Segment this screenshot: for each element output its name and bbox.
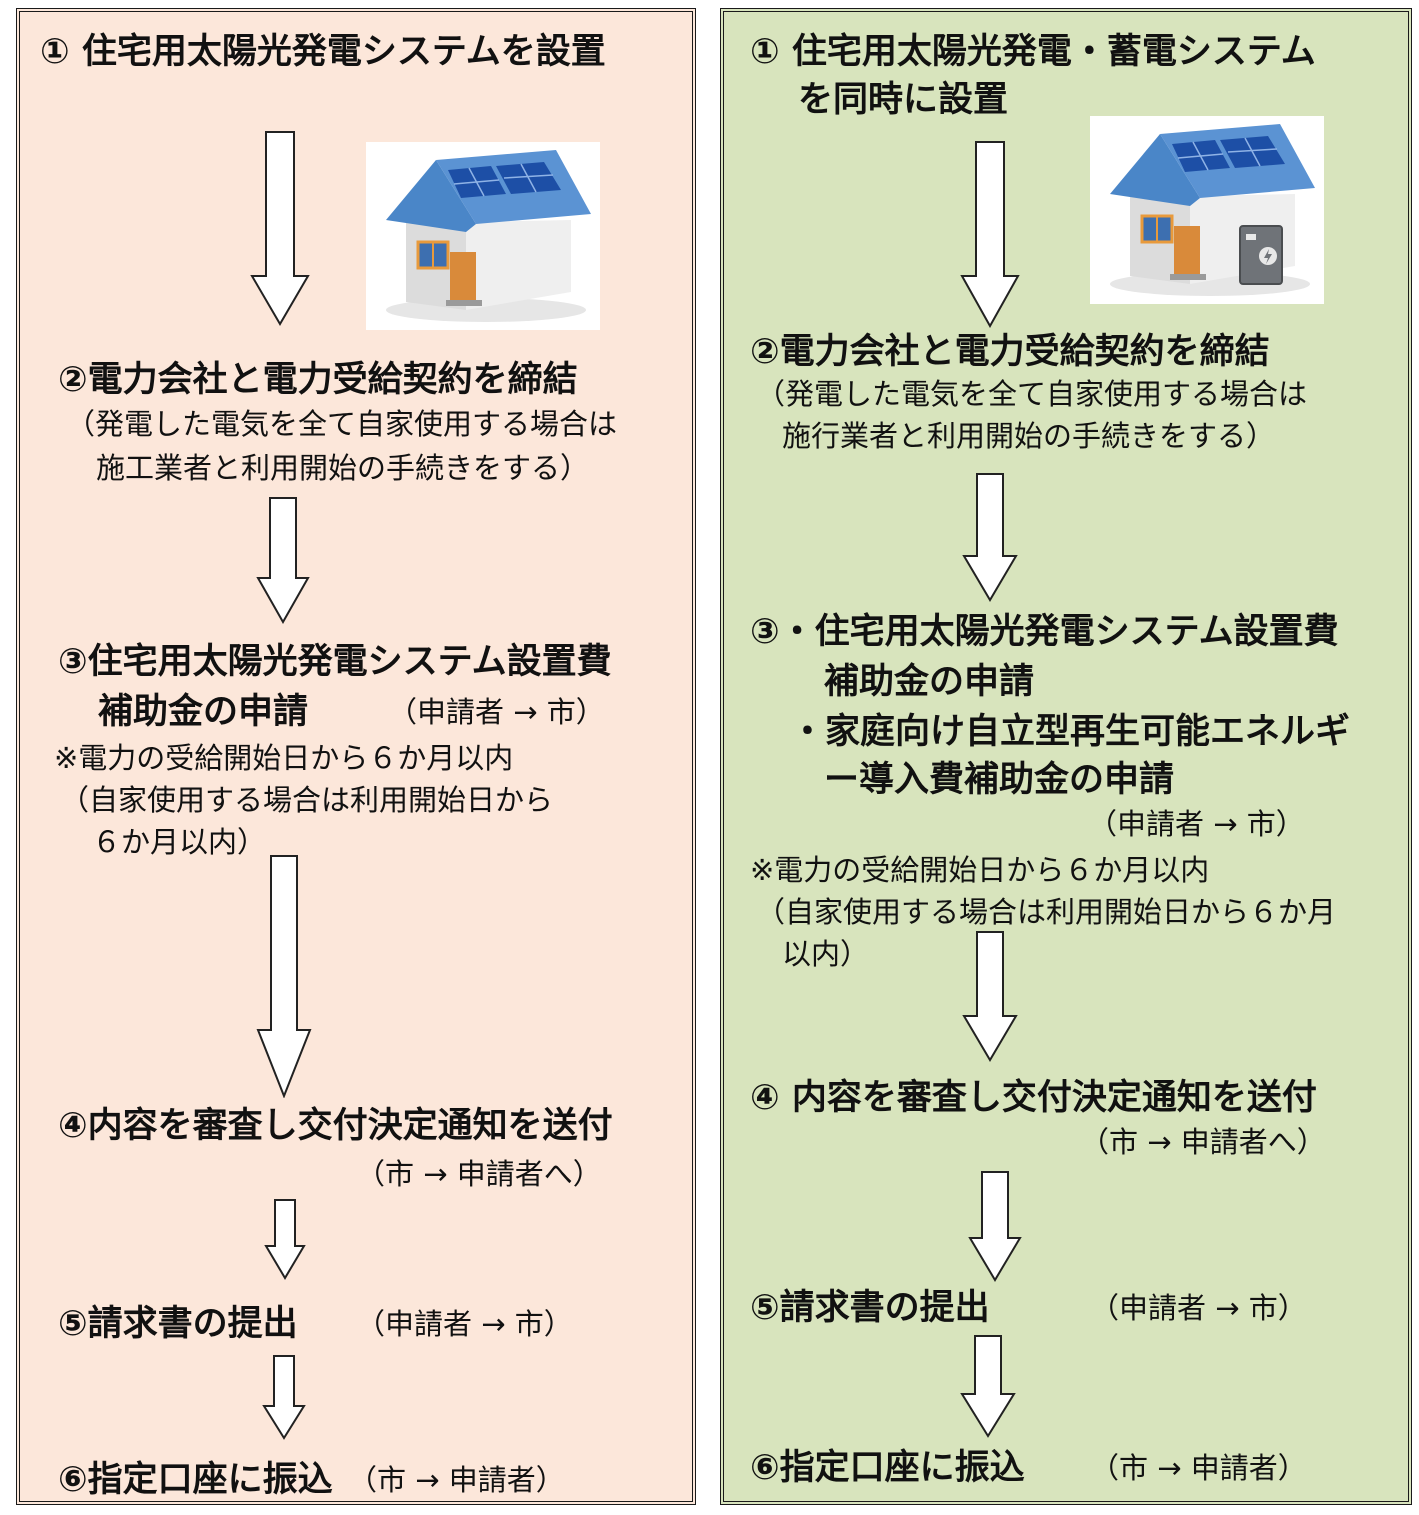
down-arrow-icon xyxy=(262,1355,306,1440)
step6-title: ⑥指定口座に振込 xyxy=(750,1448,1025,1488)
down-arrow-icon xyxy=(962,473,1018,602)
step3-actor: （申請者 → 市） xyxy=(1088,807,1305,841)
step3-note: ※電力の受給開始日から６か月以内 xyxy=(54,741,514,775)
step2-note: （発電した電気を全て自家使用する場合は xyxy=(66,407,618,441)
down-arrow-icon xyxy=(256,497,310,624)
step2-title: ②電力会社と電力受給契約を締結 xyxy=(58,360,578,400)
down-arrow-icon xyxy=(968,1171,1022,1282)
down-arrow-icon xyxy=(256,855,312,1098)
flow-panel-solar-battery: ① 住宅用太陽光発電・蓄電システム を同時に設置 ②電力会社と電力受給契約を締結… xyxy=(720,8,1412,1505)
step3-title: ③住宅用太陽光発電システム設置費 xyxy=(58,642,612,682)
step3-note: （自家使用する場合は利用開始日から６か月 xyxy=(756,895,1337,929)
down-arrow-icon xyxy=(962,931,1018,1062)
down-arrow-icon xyxy=(250,131,310,326)
step3-note: ６か月以内） xyxy=(92,825,267,859)
step4-title: ④ 内容を審査し交付決定通知を送付 xyxy=(750,1078,1317,1118)
step3-title: ・家庭向け自立型再生可能エネルギ xyxy=(790,712,1351,752)
step3-title: ③・住宅用太陽光発電システム設置費 xyxy=(750,612,1339,652)
step5-title: ⑤請求書の提出 xyxy=(750,1288,990,1328)
step3-title: 補助金の申請 xyxy=(98,692,309,732)
step4-title: ④内容を審査し交付決定通知を送付 xyxy=(58,1106,613,1146)
flow-panel-solar: ① 住宅用太陽光発電システムを設置 ②電力会社と電力受給契約を締結 （発電した電… xyxy=(16,8,696,1505)
step3-actor: （申請者 → 市） xyxy=(388,695,605,729)
step3-title: 補助金の申請 xyxy=(824,662,1035,702)
step6-actor: （市 → 申請者） xyxy=(1090,1451,1307,1485)
down-arrow-icon xyxy=(960,141,1020,328)
step4-actor: （市 → 申請者へ） xyxy=(1080,1125,1326,1159)
step3-note: （自家使用する場合は利用開始日から xyxy=(60,783,554,817)
down-arrow-icon xyxy=(960,1335,1016,1438)
step6-actor: （市 → 申請者） xyxy=(348,1463,565,1497)
step1-title: を同時に設置 xyxy=(798,80,1009,120)
step2-note: （発電した電気を全て自家使用する場合は xyxy=(756,377,1308,411)
step3-note: 以内） xyxy=(782,937,870,971)
step2-title: ②電力会社と電力受給契約を締結 xyxy=(750,332,1270,372)
step1-title: ① 住宅用太陽光発電・蓄電システム xyxy=(750,32,1316,72)
step2-note: 施工業者と利用開始の手続きをする） xyxy=(96,451,590,485)
step3-title: ー導入費補助金の申請 xyxy=(824,760,1175,800)
house-solar-battery-icon xyxy=(1090,116,1324,304)
step3-note: ※電力の受給開始日から６か月以内 xyxy=(750,853,1210,887)
step1-title: ① 住宅用太陽光発電システムを設置 xyxy=(40,32,606,72)
step4-actor: （市 → 申請者へ） xyxy=(356,1157,602,1191)
step5-actor: （申請者 → 市） xyxy=(356,1307,573,1341)
house-solar-icon xyxy=(366,142,600,330)
down-arrow-icon xyxy=(264,1199,306,1280)
step5-title: ⑤請求書の提出 xyxy=(58,1304,298,1344)
step6-title: ⑥指定口座に振込 xyxy=(58,1460,333,1500)
step5-actor: （申請者 → 市） xyxy=(1090,1291,1307,1325)
step2-note: 施行業者と利用開始の手続きをする） xyxy=(782,419,1276,453)
